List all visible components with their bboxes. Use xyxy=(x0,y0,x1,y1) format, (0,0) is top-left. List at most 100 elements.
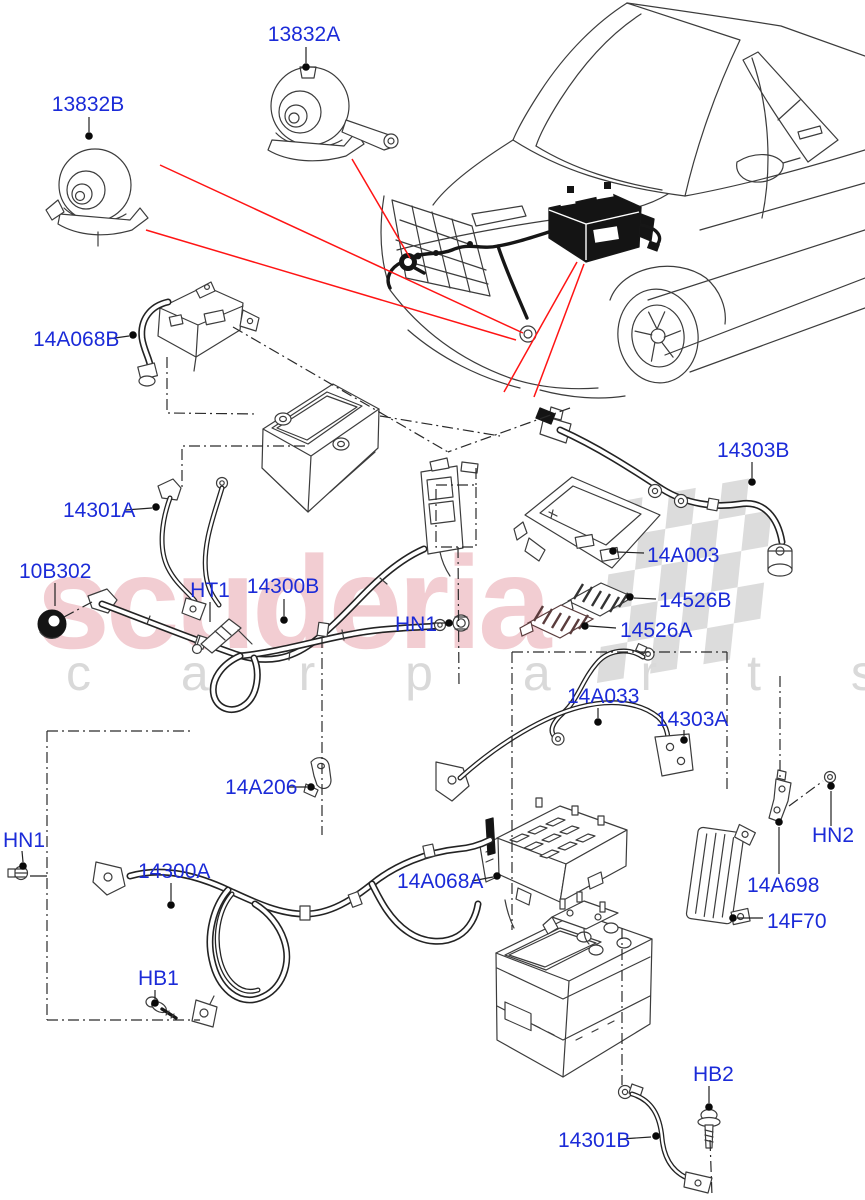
label-anchor-dot xyxy=(652,1132,660,1140)
cable-14301A xyxy=(157,476,229,621)
label-anchor-dot xyxy=(581,622,589,630)
harness-14300B xyxy=(87,457,479,714)
part-label-14526B: 14526B xyxy=(626,589,731,612)
module-14F70 xyxy=(685,823,756,926)
part-number-text: 14526B xyxy=(659,589,731,612)
part-number-text: 14303A xyxy=(656,708,728,731)
part-label-14301B: 14301B xyxy=(558,1129,660,1152)
label-leader-line xyxy=(616,551,645,554)
label-anchor-dot xyxy=(609,547,617,555)
part-number-text: 14300A xyxy=(138,860,210,883)
checker-cell xyxy=(741,510,772,551)
label-anchor-dot xyxy=(493,872,501,880)
red-reference-line xyxy=(145,229,517,341)
label-anchor-dot xyxy=(827,782,835,790)
bracket-14A206 xyxy=(303,757,332,798)
label-anchor-dot xyxy=(307,783,315,791)
part-label-14A003: 14A003 xyxy=(609,544,719,567)
label-leader-line xyxy=(471,876,494,882)
label-anchor-dot xyxy=(748,478,756,486)
part-label-13832A: 13832A xyxy=(268,23,340,71)
part-label-HB1: HB1 xyxy=(138,967,179,1007)
label-anchor-dot xyxy=(680,736,688,744)
horn-13832B xyxy=(45,148,149,247)
nut-HN2 xyxy=(823,770,837,784)
checker-cell xyxy=(650,632,681,674)
label-anchor-dot xyxy=(151,999,159,1007)
construction-line xyxy=(181,445,305,489)
part-label-14A033: 14A033 xyxy=(567,685,639,726)
watermark: scuderia c a r p a r t s xyxy=(37,478,865,701)
watermark-subtitle-text: c a r p a r t s xyxy=(66,645,865,701)
red-reference-line xyxy=(159,164,524,334)
label-anchor-dot xyxy=(129,331,137,339)
plate-14A003 xyxy=(513,476,661,569)
checker-cell xyxy=(627,601,658,643)
part-label-14301A: 14301A xyxy=(63,499,160,522)
part-number-text: 14A068A xyxy=(397,870,483,893)
sensor-HT1 xyxy=(191,618,253,655)
construction-line xyxy=(457,546,460,689)
cable-14303A xyxy=(435,700,694,802)
part-label-14A068B: 14A068B xyxy=(33,328,137,351)
horn-13832A xyxy=(267,66,399,162)
engine-bay-battery xyxy=(548,182,655,263)
construction-line xyxy=(166,357,259,415)
label-anchor-dot xyxy=(775,818,783,826)
construction-line xyxy=(447,407,571,453)
part-label-HN1-left: HN1 xyxy=(3,829,45,870)
part-label-10B302: 10B302 xyxy=(19,560,91,606)
part-number-text: 14A068B xyxy=(33,328,119,351)
label-anchor-dot xyxy=(19,862,27,870)
part-number-text: HN1 xyxy=(3,829,45,852)
part-number-text: 14F70 xyxy=(767,910,827,933)
grommet-10B302 xyxy=(37,609,67,639)
part-number-text: 13832B xyxy=(52,93,124,116)
part-label-14526A: 14526A xyxy=(581,619,692,642)
connector-clip-small xyxy=(535,407,556,425)
construction-line xyxy=(709,1139,713,1197)
label-anchor-dot xyxy=(152,503,160,511)
checker-cell xyxy=(688,519,719,561)
part-label-14F70: 14F70 xyxy=(729,910,827,933)
checker-cell xyxy=(710,550,742,592)
bolt-HN1-left xyxy=(7,865,47,881)
checker-cell xyxy=(733,582,765,624)
part-number-text: 10B302 xyxy=(19,560,91,583)
part-label-14300B: 14300B xyxy=(247,575,319,624)
part-number-text: HN1 xyxy=(395,613,437,636)
part-number-text: HB1 xyxy=(138,967,179,990)
module-14A068B xyxy=(137,281,260,387)
part-number-text: HT1 xyxy=(190,579,230,602)
cable-14A033 xyxy=(549,643,655,746)
bolt-HB2 xyxy=(697,1108,721,1149)
construction-line xyxy=(435,484,477,548)
vehicle-illustration xyxy=(380,2,865,399)
part-number-text: 14303B xyxy=(717,439,789,462)
label-anchor-dot xyxy=(167,901,175,909)
label-anchor-dot xyxy=(594,718,602,726)
part-number-text: 14A698 xyxy=(747,874,819,897)
part-label-HN1-right: HN1 xyxy=(395,613,453,636)
cable-14301B xyxy=(617,1083,713,1194)
construction-line xyxy=(63,601,93,618)
label-anchor-dot xyxy=(302,63,310,71)
red-reference-line xyxy=(533,263,585,398)
nut-HN1-right xyxy=(452,614,470,632)
part-number-text: 14A033 xyxy=(567,685,639,708)
part-label-14303A: 14303A xyxy=(656,708,728,744)
part-number-text: 14301B xyxy=(558,1129,630,1152)
checker-cell xyxy=(680,591,711,633)
label-anchor-dot xyxy=(626,593,634,601)
part-label-13832B: 13832B xyxy=(52,93,124,140)
checker-cell xyxy=(718,478,749,520)
part-number-text: HN2 xyxy=(812,824,854,847)
label-leader-line xyxy=(588,625,617,629)
checker-cell xyxy=(634,528,666,570)
label-leader-line xyxy=(21,850,24,863)
red-reference-lines xyxy=(145,158,585,398)
part-number-text: 14A206 xyxy=(225,776,297,799)
label-anchor-dot xyxy=(85,132,93,140)
